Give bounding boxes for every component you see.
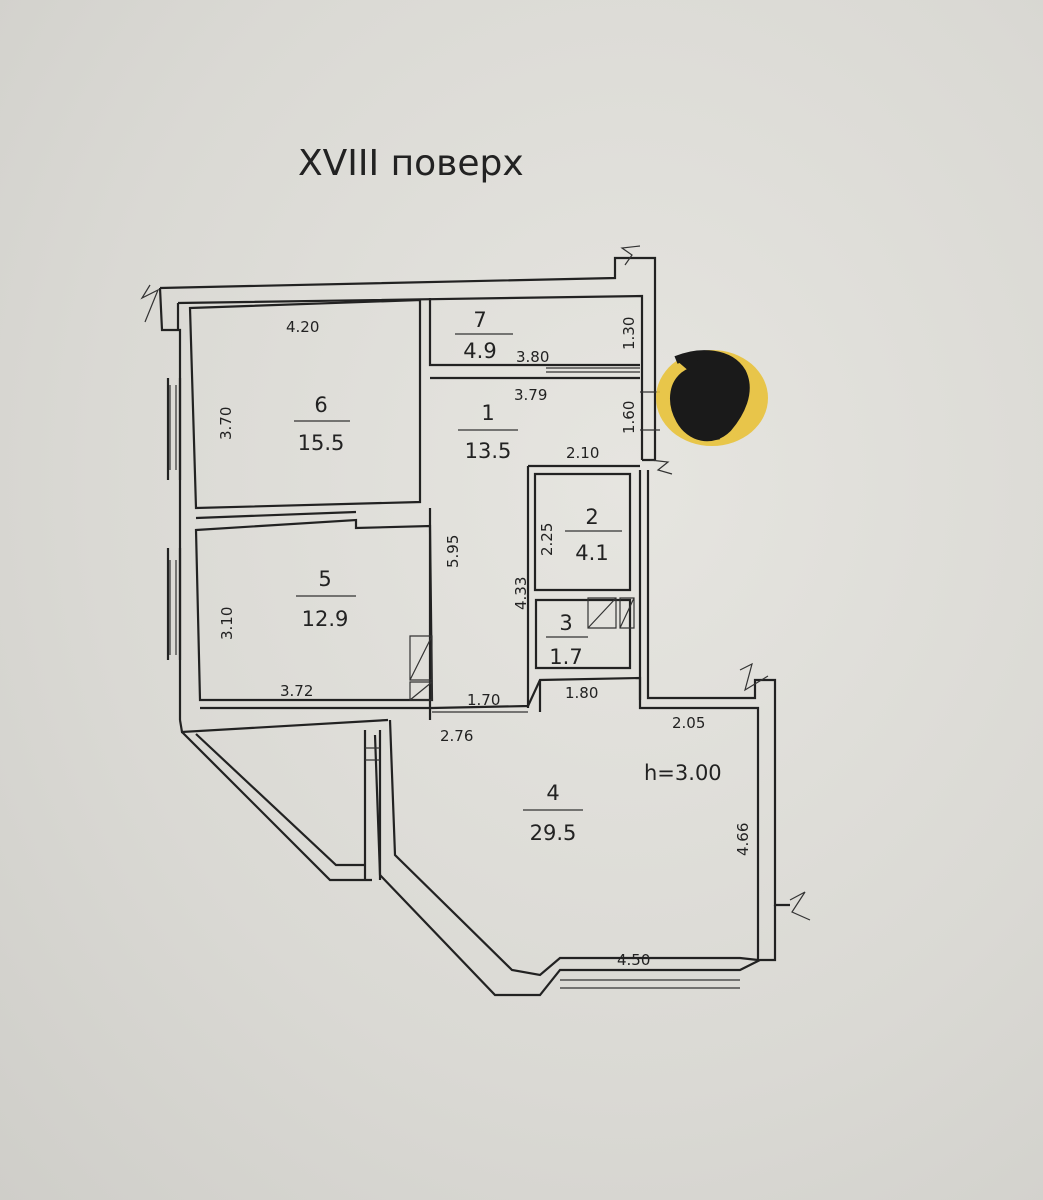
dim-3-80: 3.80 xyxy=(516,348,549,366)
window-left-top xyxy=(169,385,177,470)
dim-3-10: 3.10 xyxy=(218,607,236,640)
room-4-area: 29.5 xyxy=(530,821,577,845)
room-labels: 6 15.5 1 13.5 7 4.9 2 4.1 3 1.7 5 12.9 4… xyxy=(294,308,722,845)
room-6-number: 6 xyxy=(314,393,327,417)
dim-2-10: 2.10 xyxy=(566,444,599,462)
room-3-area: 1.7 xyxy=(549,645,582,669)
dim-2-05: 2.05 xyxy=(672,714,705,732)
dim-2-25: 2.25 xyxy=(538,523,556,556)
dim-1-80: 1.80 xyxy=(565,684,598,702)
room-2-number: 2 xyxy=(585,505,598,529)
dim-3-72: 3.72 xyxy=(280,682,313,700)
window-left-bottom xyxy=(169,560,177,655)
dim-1-60: 1.60 xyxy=(620,401,638,434)
dim-4-33: 4.33 xyxy=(512,577,530,610)
room-5-number: 5 xyxy=(318,567,331,591)
ceiling-height: h=3.00 xyxy=(644,761,722,785)
room-3-number: 3 xyxy=(559,611,572,635)
dimension-labels: 4.20 3.70 3.80 1.30 3.79 1.60 2.10 5.95 … xyxy=(217,317,752,969)
room-2-area: 4.1 xyxy=(575,541,608,565)
outer-walls xyxy=(140,245,811,997)
dim-4-20: 4.20 xyxy=(286,318,319,336)
dim-2-76: 2.76 xyxy=(440,727,473,745)
room-7-area: 4.9 xyxy=(463,339,496,363)
dim-3-79: 3.79 xyxy=(514,386,547,404)
floor-title: XVIII поверх xyxy=(298,143,524,184)
room-5-area: 12.9 xyxy=(302,607,349,631)
dim-4-50: 4.50 xyxy=(617,951,650,969)
dim-3-70: 3.70 xyxy=(217,407,235,440)
room-1-number: 1 xyxy=(481,401,494,425)
dim-1-30: 1.30 xyxy=(620,317,638,350)
room-7-number: 7 xyxy=(473,308,486,332)
dim-1-70: 1.70 xyxy=(467,691,500,709)
redaction-mark xyxy=(656,350,768,446)
interior-walls xyxy=(188,298,660,720)
scribble-mark xyxy=(670,350,750,442)
room-4-number: 4 xyxy=(546,781,559,805)
dim-4-66: 4.66 xyxy=(734,823,752,856)
room-1-area: 13.5 xyxy=(465,439,512,463)
dim-5-95: 5.95 xyxy=(444,535,462,568)
room-6-area: 15.5 xyxy=(298,431,345,455)
